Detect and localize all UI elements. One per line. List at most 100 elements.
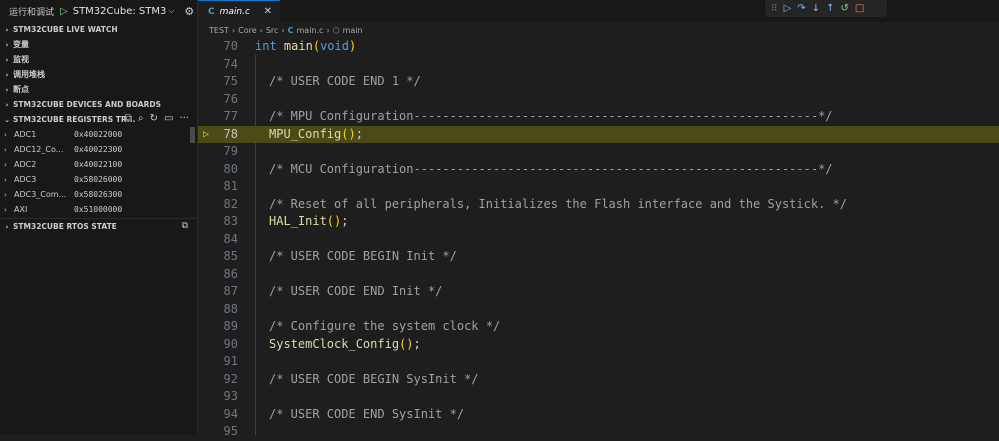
code-line[interactable]: 81 bbox=[198, 178, 999, 196]
code-line[interactable]: 79 bbox=[198, 143, 999, 161]
chevron-right-icon: › bbox=[4, 145, 7, 154]
code-line[interactable]: 88 bbox=[198, 301, 999, 319]
registers-toolbar: ⧉ ⌕ ↻ ▭ ··· bbox=[125, 113, 189, 124]
code-line[interactable]: 84 bbox=[198, 231, 999, 249]
section-call-stack[interactable]: › 调用堆栈 bbox=[0, 67, 197, 82]
section-title: 监视 bbox=[13, 55, 29, 64]
section-watch[interactable]: › 监视 bbox=[0, 52, 197, 67]
code-line[interactable]: 82/* Reset of all peripherals, Initializ… bbox=[198, 196, 999, 214]
start-debugging-icon[interactable]: ▷ bbox=[60, 5, 68, 17]
debug-sidebar: 运行和调试 ▷ STM32Cube: STM3 ⌵ ⚙ ··· › STM32C… bbox=[0, 0, 198, 435]
c-file-icon: C bbox=[287, 25, 294, 35]
line-number: 87 bbox=[223, 284, 238, 298]
list-item[interactable]: › ADC1 0x40022000 bbox=[0, 127, 197, 142]
tab-main-c[interactable]: C main.c ✕ bbox=[198, 0, 280, 22]
debug-config-select[interactable]: STM32Cube: STM3 bbox=[72, 5, 167, 17]
breadcrumb-item[interactable]: Core bbox=[238, 25, 257, 35]
step-over-icon[interactable]: ↷ bbox=[797, 3, 806, 14]
monitor-icon[interactable]: ▭ bbox=[164, 113, 174, 124]
stop-icon[interactable]: □ bbox=[854, 3, 865, 14]
register-address: 0x51000000 bbox=[74, 205, 123, 214]
section-title: 断点 bbox=[13, 85, 29, 94]
section-variables[interactable]: › 变量 bbox=[0, 37, 197, 52]
section-title: 调用堆栈 bbox=[13, 70, 45, 79]
list-item[interactable]: › ADC2 0x40022100 bbox=[0, 157, 197, 172]
step-into-icon[interactable]: ↓ bbox=[811, 3, 821, 14]
code-line[interactable]: 86 bbox=[198, 266, 999, 284]
code-line[interactable]: 87 /* USER CODE END Init */ bbox=[198, 283, 999, 301]
code-line[interactable]: 76 bbox=[198, 91, 999, 109]
registers-scrollbar[interactable] bbox=[190, 127, 195, 143]
code-text: SystemClock_Config(); bbox=[269, 336, 421, 351]
chevron-right-icon: › bbox=[5, 55, 9, 64]
section-registers-tree[interactable]: ⌄ STM32CUBE REGISTERS TR... ⧉ ⌕ ↻ ▭ ··· bbox=[0, 112, 197, 127]
chevron-right-icon: › bbox=[4, 175, 7, 184]
breadcrumb-item[interactable]: main bbox=[342, 25, 363, 35]
close-icon[interactable]: ✕ bbox=[263, 6, 272, 17]
code-line[interactable]: 92/* USER CODE BEGIN SysInit */ bbox=[198, 371, 999, 389]
register-name: ADC3 bbox=[14, 175, 37, 184]
section-breakpoints[interactable]: › 断点 bbox=[0, 82, 197, 97]
section-title: STM32CUBE RTOS STATE bbox=[13, 222, 117, 231]
gear-icon[interactable]: ⚙ bbox=[184, 4, 195, 18]
list-item[interactable]: › ADC3_Com... 0x58026300 bbox=[0, 187, 197, 202]
register-address: 0x40022100 bbox=[74, 160, 123, 169]
code-area[interactable]: 70 int main(void) 74 75/* USER CODE END 1 *… bbox=[198, 38, 999, 438]
code-text: /* Reset of all peripherals, Initializes… bbox=[269, 196, 847, 211]
chevron-right-icon: › bbox=[4, 205, 7, 214]
breadcrumb-item[interactable]: TEST bbox=[209, 25, 229, 35]
section-live-watch[interactable]: › STM32CUBE LIVE WATCH bbox=[0, 22, 197, 37]
registers-list: › ADC1 0x40022000 › ADC12_Co... 0x400223… bbox=[0, 127, 197, 218]
code-line[interactable]: 74 bbox=[198, 56, 999, 74]
restart-icon[interactable]: ↺ bbox=[840, 3, 849, 14]
register-address: 0x40022000 bbox=[74, 130, 123, 139]
section-rtos-state[interactable]: › STM32CUBE RTOS STATE ⧉ bbox=[0, 218, 197, 234]
line-number: 77 bbox=[223, 109, 238, 123]
code-line[interactable]: 85/* USER CODE BEGIN Init */ bbox=[198, 248, 999, 266]
code-line[interactable]: 75/* USER CODE END 1 */ bbox=[198, 73, 999, 91]
copy-icon[interactable]: ⧉ bbox=[124, 113, 132, 124]
chevron-right-icon: › bbox=[4, 160, 7, 169]
code-text: /* Configure the system clock */ bbox=[269, 319, 501, 333]
line-number: 70 bbox=[223, 39, 238, 53]
collapse-all-icon[interactable]: ⧉ bbox=[181, 221, 188, 231]
code-text: /* USER CODE END 1 */ bbox=[269, 74, 421, 88]
refresh-icon[interactable]: ↻ bbox=[149, 113, 158, 124]
tab-label: main.c bbox=[219, 6, 250, 17]
continue-icon[interactable]: ▷ bbox=[783, 3, 792, 14]
code-text: int main(void) bbox=[255, 39, 357, 53]
code-text: /* USER CODE END Init */ bbox=[269, 284, 443, 298]
breadcrumb-item[interactable]: main.c bbox=[296, 25, 324, 35]
step-out-icon[interactable]: ↑ bbox=[826, 3, 835, 14]
chevron-right-icon: › bbox=[5, 100, 9, 109]
chevron-right-icon: › bbox=[4, 190, 7, 199]
code-line[interactable]: 95 bbox=[198, 423, 999, 441]
line-number: 94 bbox=[223, 406, 238, 421]
list-item[interactable]: › AXI 0x51000000 bbox=[0, 202, 197, 217]
breadcrumb-item[interactable]: Src bbox=[265, 25, 279, 35]
debug-header: 运行和调试 ▷ STM32Cube: STM3 ⌵ ⚙ ··· bbox=[0, 0, 197, 22]
drag-handle-icon[interactable]: ⠿ bbox=[771, 3, 778, 14]
line-number: 92 bbox=[223, 371, 238, 386]
code-line[interactable]: 91 bbox=[198, 353, 999, 371]
code-line[interactable]: 94/* USER CODE END SysInit */ bbox=[198, 406, 999, 424]
code-line[interactable]: 89/* Configure the system clock */ bbox=[198, 318, 999, 336]
code-line[interactable]: 93 bbox=[198, 388, 999, 406]
more-actions-icon[interactable]: ··· bbox=[179, 113, 189, 124]
debug-pointer-icon[interactable]: ▷ bbox=[203, 128, 210, 140]
section-devices-boards[interactable]: › STM32CUBE DEVICES AND BOARDS bbox=[0, 97, 197, 112]
chevron-down-icon[interactable]: ⌵ bbox=[168, 6, 175, 15]
code-line[interactable]: 80/* MCU Configuration------------------… bbox=[198, 161, 999, 179]
line-number: 74 bbox=[223, 56, 238, 71]
search-icon[interactable]: ⌕ bbox=[138, 113, 144, 124]
register-name: ADC3_Com... bbox=[14, 190, 67, 199]
list-item[interactable]: › ADC12_Co... 0x40022300 bbox=[0, 142, 197, 157]
list-item[interactable]: › ADC3 0x58026000 bbox=[0, 172, 197, 187]
register-address: 0x58026000 bbox=[74, 175, 123, 184]
code-line[interactable]: 77/* MPU Configuration------------------… bbox=[198, 108, 999, 126]
code-line[interactable]: 70 int main(void) bbox=[198, 38, 999, 56]
function-icon: ⬡ bbox=[332, 25, 340, 35]
